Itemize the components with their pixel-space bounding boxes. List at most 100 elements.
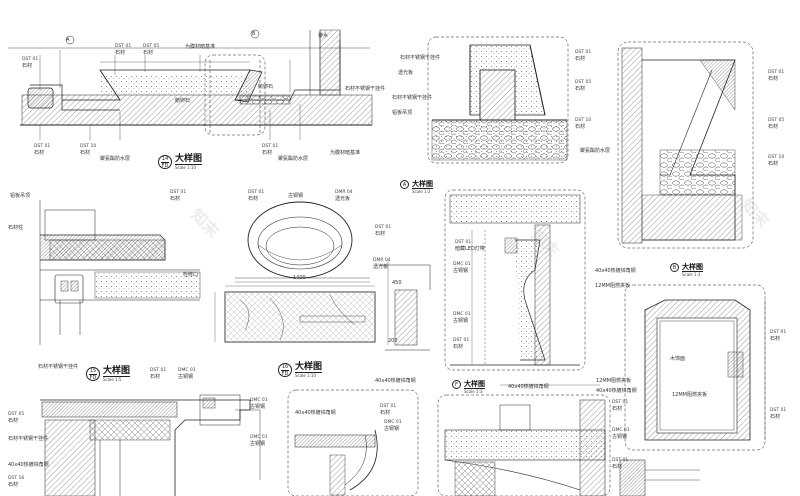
section-title-a: A 大样图 Scale 1:3	[400, 180, 433, 194]
label-code: DST 01	[612, 400, 629, 405]
bench-section	[39, 200, 201, 345]
label-stone: 石材	[612, 406, 623, 412]
label-stone: 石材	[34, 150, 45, 156]
label-stone: 石材	[22, 63, 33, 69]
label-code: DST 01	[770, 330, 787, 335]
label-mdf: 12MM阻燃夹板	[672, 392, 707, 398]
label-code: DMR 04	[335, 190, 353, 195]
label-steel: 石材不锈钢干挂件	[8, 436, 49, 442]
oval-basin-plan	[224, 201, 376, 343]
label-code: DST 01	[375, 225, 392, 230]
label-code: DST 01	[612, 458, 629, 463]
drawing-title-text: 大样图	[175, 154, 203, 164]
label-stone: 石材	[575, 86, 586, 92]
label-pebble: 鹅卵石	[175, 98, 191, 104]
label-stone: 石材	[150, 374, 161, 380]
section-scale-text: Scale 1:3	[412, 188, 433, 194]
label-steel-angle: 40x40热镀锌角钢	[295, 410, 336, 416]
section-title-text: 大样图	[464, 380, 485, 388]
dim-edge-base: 200	[388, 338, 398, 344]
label-stone: 石材	[80, 150, 91, 156]
section-letter-badge: B	[670, 263, 679, 272]
label-copper-steel: 古铜钢	[384, 426, 400, 432]
label-acrylic: 透光板	[335, 196, 351, 202]
section-title-b: B 大样图 Scale 1:3	[670, 263, 703, 277]
dim-basin-width: 1400	[293, 275, 306, 281]
label-code: DMC 01	[384, 420, 402, 425]
label-steel: 石材不锈钢干挂件	[400, 55, 441, 61]
label-pebble: 鹅卵石	[258, 84, 274, 90]
detail-a-curved	[444, 189, 586, 371]
label-code: DST 01	[34, 144, 51, 149]
label-stone: 石材	[612, 464, 623, 470]
label-code: DST 05	[575, 80, 592, 85]
label-stone: 石材	[768, 76, 779, 82]
label-code: DST 01	[150, 368, 167, 373]
drawing-scale-text: Scale 1:5	[103, 376, 131, 382]
label-stone: 石材	[768, 124, 779, 130]
section-title-f: F 大样图 Scale 1:3	[452, 380, 485, 394]
label-stone: 石材	[375, 231, 386, 237]
label-steel: 石材不锈钢干挂件	[345, 86, 386, 92]
label-stone: 石材	[770, 414, 781, 420]
label-ground: 铝板吊顶	[10, 193, 31, 199]
label-code: DST 01	[455, 240, 472, 245]
label-led: 暗藏LED灯带	[455, 246, 485, 252]
label-copper-steel: 古铜钢	[250, 404, 266, 410]
label-code: DST 01	[22, 57, 39, 62]
section-letter-badge: F	[452, 380, 461, 389]
label-code: DST 10	[575, 118, 592, 123]
label-code: DST 05	[8, 412, 25, 417]
label-drain: 排水	[318, 33, 329, 39]
label-code: DST 01	[115, 44, 132, 49]
section-scale-text: Scale 1:3	[682, 271, 703, 277]
label-steel-angle: 40x40热镀锌角钢	[595, 268, 636, 274]
label-steel: 石材不锈钢干挂件	[392, 95, 433, 101]
label-code: DMC 01	[453, 262, 471, 267]
section-scale-text: Scale 1:3	[464, 388, 485, 394]
label-mdf: 12MM阻燃夹板	[595, 283, 630, 289]
section-letter-badge: A	[400, 180, 409, 189]
drawing-scale-text: Scale 1:10	[175, 164, 203, 170]
label-code: DST 01	[262, 144, 279, 149]
label-code: DMC 01	[612, 428, 630, 433]
bottom-center-detail	[287, 389, 419, 496]
dimension-lines	[100, 61, 766, 440]
label-steel-angle: 40x40热镀锌角钢	[375, 378, 416, 384]
label-stone: 石材	[143, 50, 154, 56]
label-stone: 石材	[115, 50, 126, 56]
label-waterproof: 聚氨酯防水层	[100, 156, 131, 162]
detail-a-top	[427, 36, 569, 164]
label-copper-steel: 古铜钢	[453, 268, 469, 274]
detail-b-box	[624, 284, 766, 451]
label-stone: 石材	[575, 56, 586, 62]
drawing-title-text: 大样图	[295, 362, 323, 372]
section-14-drawing	[8, 29, 373, 140]
label-code: DST 01	[380, 404, 397, 409]
label-waterproof: 聚氨酯防水层	[278, 156, 309, 162]
label-code: DST 16	[8, 476, 25, 481]
label-code: DST 10	[768, 155, 785, 160]
label-code: DMR 04	[373, 258, 391, 263]
label-code: DST 01	[575, 50, 592, 55]
label-mdf: 12MM阻燃夹板	[596, 378, 631, 384]
label-code: DST 01	[453, 338, 470, 343]
ref-b-marker: B	[252, 31, 256, 37]
section-title-text: 大样图	[682, 263, 703, 271]
label-ground: 铝板吊顶	[392, 110, 413, 116]
label-code: DST 01	[170, 190, 187, 195]
label-stone: 石材	[8, 482, 19, 488]
label-pillar: 石材柱	[8, 225, 24, 231]
drawing-scale-text: Scale 1:10	[295, 372, 323, 378]
ref-a-marker: A	[66, 37, 70, 43]
label-code: DMC 01	[178, 368, 196, 373]
label-steel: 石材不锈钢干挂件	[38, 364, 79, 370]
label-steel-angle: 40x40热镀锌角钢	[508, 384, 549, 390]
label-waterproof-span: 为膜材暗基准	[185, 44, 216, 50]
label-waterproof-span: 为膜材暗基准	[330, 150, 361, 156]
